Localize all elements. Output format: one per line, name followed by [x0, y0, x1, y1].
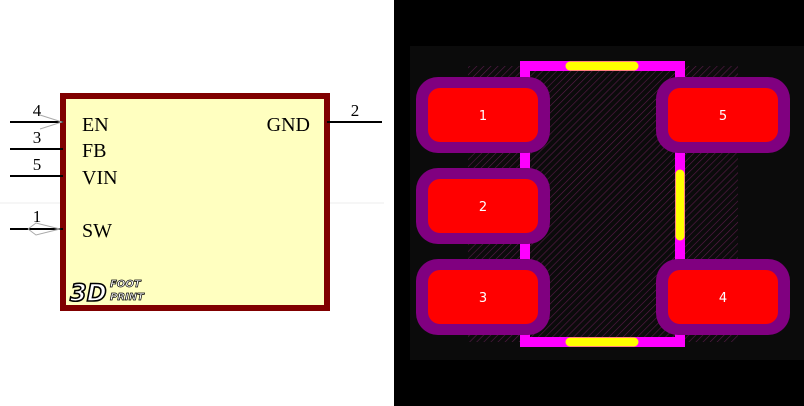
- pin-name-fb: FB: [82, 140, 106, 162]
- pin-number-sw: 1: [33, 207, 42, 226]
- component-body[interactable]: [60, 93, 330, 311]
- schematic-panel: 4 3 5 1 EN FB VIN SW 2 GND 3D FOOT PRINT: [0, 0, 394, 406]
- pcb-footprint: 1 2 3 4 5: [410, 46, 804, 360]
- pin-name-sw: SW: [82, 220, 112, 242]
- schematic-symbol: 4 3 5 1 EN FB VIN SW 2 GND 3D FOOT PRINT: [0, 93, 384, 311]
- pin-number-en: 4: [33, 101, 42, 120]
- pad-4[interactable]: 4: [656, 259, 790, 335]
- pin-input-arrow-en: [39, 114, 64, 130]
- pad-5[interactable]: 5: [656, 77, 790, 153]
- pin-number-gnd: 2: [351, 101, 360, 120]
- pcb-footprint-panel: 1 2 3 4 5: [394, 0, 804, 406]
- footprint-logo: 3D FOOT PRINT: [69, 278, 145, 308]
- pad-label-5: 5: [719, 109, 727, 124]
- pin-number-vin: 5: [33, 155, 42, 174]
- pad-3[interactable]: 3: [416, 259, 550, 335]
- pad-1[interactable]: 1: [416, 77, 550, 153]
- logo-3d-text: 3D: [70, 279, 107, 307]
- pin-name-gnd: GND: [267, 114, 310, 136]
- pad-label-1: 1: [479, 109, 487, 124]
- pad-label-2: 2: [479, 200, 487, 215]
- pad-label-4: 4: [719, 291, 727, 306]
- pin-name-vin: VIN: [82, 167, 118, 189]
- logo-foot-text: FOOT: [110, 279, 142, 290]
- pin-number-fb: 3: [33, 128, 42, 147]
- pin-name-en: EN: [82, 114, 109, 136]
- pad-label-3: 3: [479, 291, 487, 306]
- logo-print-text: PRINT: [110, 292, 145, 303]
- pin-bidir-arrow-sw: [27, 222, 61, 236]
- pad-2[interactable]: 2: [416, 168, 550, 244]
